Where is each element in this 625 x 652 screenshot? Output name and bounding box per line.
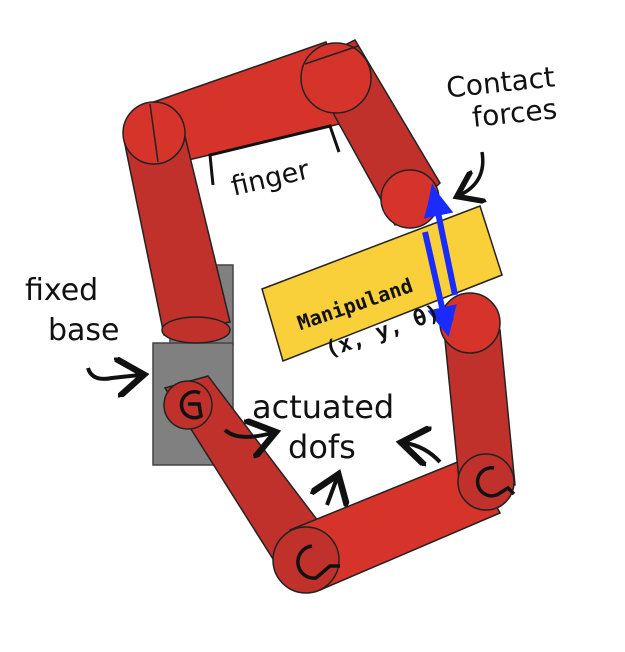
base-joint-rotation-icon <box>179 390 203 420</box>
contact-forces-arrow <box>460 151 483 195</box>
actuated-dofs-arrow-down <box>327 478 337 505</box>
contact-force-arrow-2 <box>423 186 458 296</box>
bottom-joint <box>272 526 340 594</box>
contact-force-arrow-1 <box>422 231 457 337</box>
left-finger-bottom-cap <box>161 316 231 344</box>
left-finger-top-right-joint <box>300 42 372 114</box>
actuated-dofs-label-line2: dofs <box>288 428 356 466</box>
actuated-dofs-arrow-left <box>223 430 272 437</box>
fixed-base-arrow <box>86 368 140 379</box>
actuated-dofs-arrow-right <box>405 443 442 462</box>
fixed-base-label-line2: base <box>48 313 120 348</box>
bottom-joint-rotation-icon <box>296 544 340 580</box>
actuated-dofs-label-line1: actuated <box>252 388 394 426</box>
fixed-base-label-line1: fixed <box>25 273 98 308</box>
finger-bracket <box>208 124 341 186</box>
right-finger-bottom-joint <box>457 453 515 511</box>
finger-label: finger <box>228 154 313 202</box>
right-joint-rotation-icon <box>475 466 516 498</box>
